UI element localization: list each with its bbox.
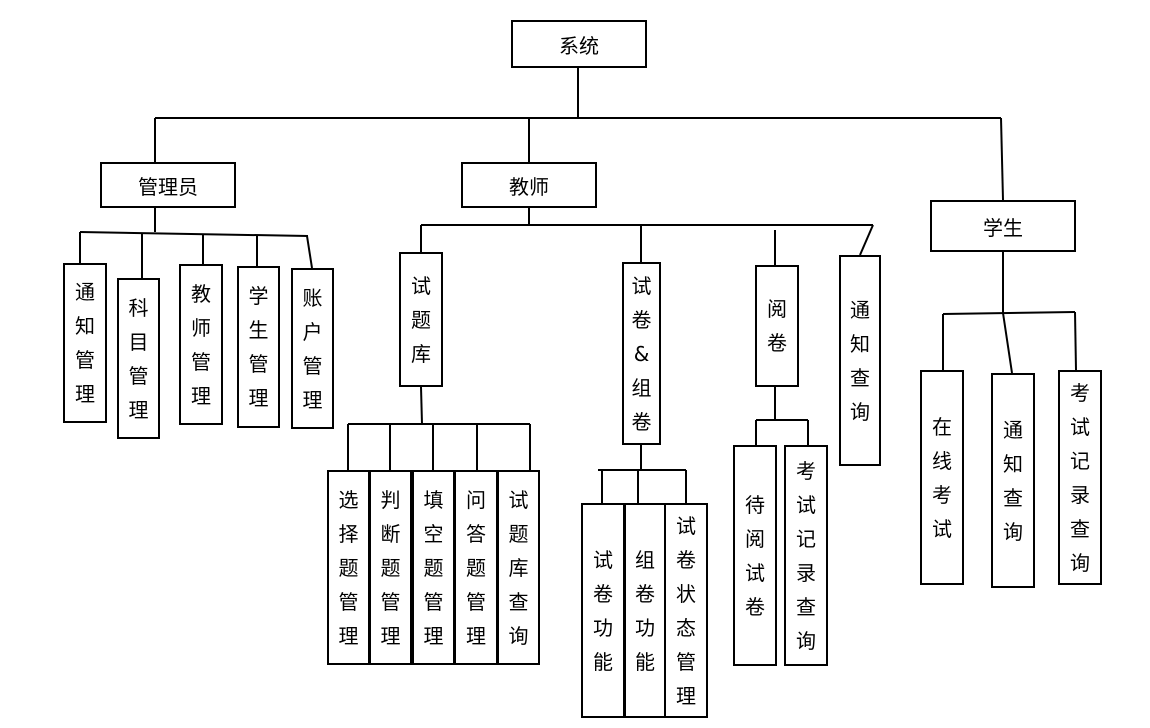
- bank-item-choice: 选择题管理: [327, 470, 370, 665]
- teacher-node: 教师: [461, 162, 597, 208]
- admin-item-student: 学生管理: [237, 266, 280, 428]
- admin-node: 管理员: [100, 162, 236, 208]
- teacher-item-exam: 试卷&组卷: [622, 262, 661, 445]
- exam-item-status: 试卷状态管理: [664, 503, 708, 718]
- connector-line: [79, 231, 309, 237]
- admin-item-subject: 科目管理: [117, 278, 160, 439]
- bank-item-query: 试题库查询: [497, 470, 540, 665]
- exam-item-compose: 组卷功能: [624, 503, 666, 718]
- admin-item-notice: 通知管理: [63, 263, 107, 423]
- student-item-online-exam: 在线考试: [920, 370, 964, 585]
- connector-line: [1074, 311, 1077, 371]
- admin-item-teacher: 教师管理: [179, 264, 223, 425]
- student-item-notice: 通知查询: [991, 373, 1035, 588]
- connector-line: [942, 311, 1076, 315]
- connector-line: [859, 224, 874, 256]
- review-item-pending: 待阅试卷: [733, 445, 777, 666]
- exam-item-paper: 试卷功能: [581, 503, 625, 718]
- bank-item-qa: 问答题管理: [454, 470, 498, 665]
- teacher-item-review: 阅卷: [755, 265, 799, 387]
- student-item-records: 考试记录查询: [1058, 370, 1102, 585]
- connector-line: [1000, 117, 1004, 201]
- bank-item-judge: 判断题管理: [369, 470, 412, 665]
- root-node: 系统: [511, 20, 647, 68]
- student-node: 学生: [930, 200, 1076, 252]
- teacher-item-bank: 试题库: [399, 252, 443, 387]
- bank-item-fill: 填空题管理: [412, 470, 455, 665]
- admin-item-account: 账户管理: [291, 268, 334, 429]
- connector-line: [420, 386, 423, 425]
- connector-line: [1002, 312, 1013, 374]
- review-item-records: 考试记录查询: [784, 445, 828, 666]
- teacher-item-notice: 通知查询: [839, 255, 881, 466]
- connector-line: [306, 235, 313, 269]
